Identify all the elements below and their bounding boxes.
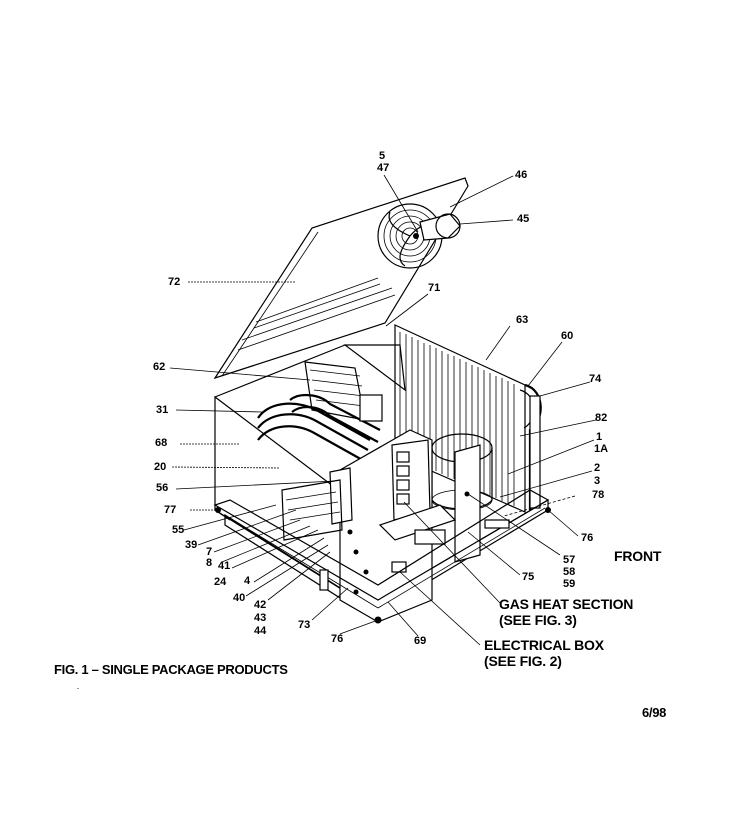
callout-2: 2 bbox=[594, 462, 601, 474]
callout-44: 44 bbox=[254, 625, 267, 637]
date-code: 6/98 bbox=[642, 705, 667, 720]
callout-72: 72 bbox=[168, 276, 181, 288]
front-label: FRONT bbox=[614, 548, 662, 564]
gas-heat-section-line2: (SEE FIG. 3) bbox=[499, 612, 577, 628]
callout-57: 57 bbox=[563, 554, 576, 566]
heat-exchanger bbox=[257, 361, 383, 463]
callout-1: 1 bbox=[596, 431, 603, 443]
callout-62: 62 bbox=[153, 361, 166, 373]
gas-heat-section-area bbox=[281, 467, 457, 573]
callout-59: 59 bbox=[563, 578, 576, 590]
callout-3: 3 bbox=[594, 475, 601, 487]
callout-71: 71 bbox=[428, 282, 441, 294]
callout-82: 82 bbox=[595, 412, 608, 424]
callout-63: 63 bbox=[516, 314, 529, 326]
callout-60: 60 bbox=[561, 330, 574, 342]
callout-1A: 1A bbox=[594, 443, 609, 455]
callout-75: 75 bbox=[522, 571, 535, 583]
callout-74: 74 bbox=[589, 373, 602, 385]
callout-39: 39 bbox=[185, 539, 198, 551]
callout-4: 4 bbox=[244, 575, 251, 587]
callout-20: 20 bbox=[154, 461, 167, 473]
base-rails bbox=[213, 489, 551, 624]
callout-55: 55 bbox=[172, 524, 185, 536]
callout-76-right: 76 bbox=[581, 532, 594, 544]
callout-77: 77 bbox=[164, 504, 177, 516]
callout-31: 31 bbox=[156, 404, 169, 416]
callout-8: 8 bbox=[206, 557, 213, 569]
callout-78: 78 bbox=[592, 489, 605, 501]
electrical-box-label: ELECTRICAL BOX (SEE FIG. 2) bbox=[484, 637, 604, 669]
callout-5: 5 bbox=[379, 150, 386, 162]
leader-lines bbox=[169, 174, 597, 646]
gas-heat-section-line1: GAS HEAT SECTION bbox=[499, 596, 634, 612]
electrical-box-line1: ELECTRICAL BOX bbox=[484, 637, 604, 653]
callout-41: 41 bbox=[218, 560, 231, 572]
top-cover-panel bbox=[213, 177, 469, 380]
callout-47: 47 bbox=[377, 162, 390, 174]
condenser-fan bbox=[377, 203, 461, 269]
callout-68: 68 bbox=[155, 437, 168, 449]
callout-73: 73 bbox=[298, 619, 311, 631]
electrical-box-line2: (SEE FIG. 2) bbox=[484, 653, 562, 669]
callout-43: 43 bbox=[254, 612, 267, 624]
callout-7: 7 bbox=[206, 546, 213, 558]
callout-69: 69 bbox=[414, 635, 427, 647]
callout-58: 58 bbox=[563, 566, 576, 578]
callout-46: 46 bbox=[515, 169, 528, 181]
callout-42: 42 bbox=[254, 599, 267, 611]
callout-40: 40 bbox=[233, 592, 246, 604]
callout-45: 45 bbox=[517, 213, 530, 225]
callout-24: 24 bbox=[214, 576, 227, 588]
callout-76-bottom: 76 bbox=[331, 633, 344, 645]
gas-heat-section-label: GAS HEAT SECTION (SEE FIG. 3) bbox=[499, 596, 633, 628]
callout-56: 56 bbox=[156, 482, 169, 494]
figure-caption: FIG. 1 – SINGLE PACKAGE PRODUCTS bbox=[54, 662, 288, 677]
